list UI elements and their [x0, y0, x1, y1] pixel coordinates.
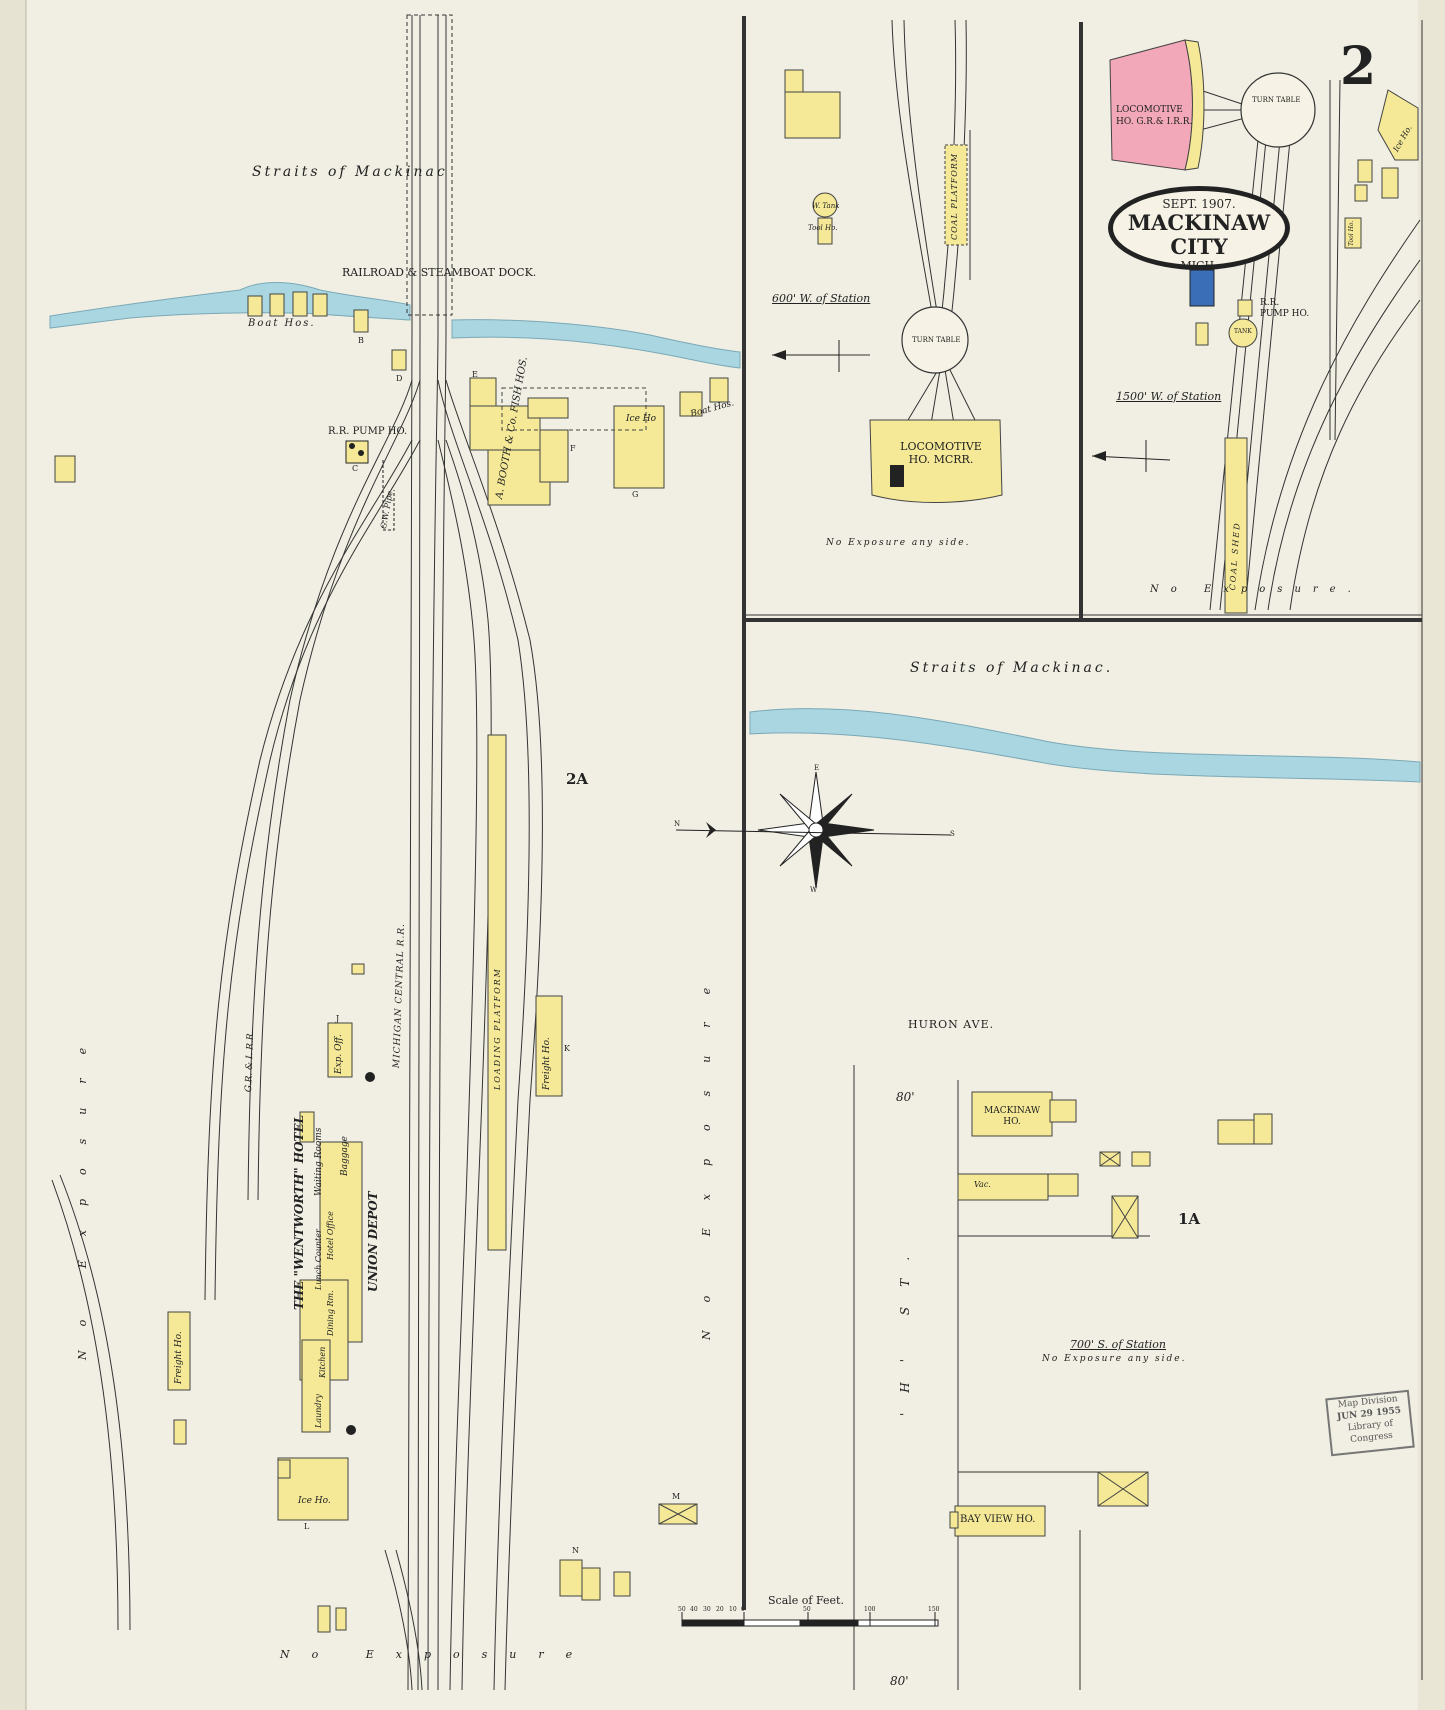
letter-j: J: [336, 1014, 340, 1023]
scale-tick-50: 50: [803, 1606, 811, 1613]
inset-b-locomotive-house: LOCOMOTIVE HO. G.R.& I.R.R.: [1116, 105, 1193, 127]
freight-house-right-label: Freight Ho.: [542, 1037, 552, 1090]
loading-platform-label: LOADING PLATFORM: [493, 967, 502, 1090]
boat-houses-label: Boat Hos.: [248, 318, 316, 329]
inset-b-no-exposure: No Exposure.: [1150, 584, 1363, 595]
inset-b-tool-house: Tool Ho.: [1348, 220, 1355, 246]
bay-view-house-label: BAY VIEW HO.: [960, 1514, 1036, 1525]
inset-b-turn-table: TURN TABLE: [1252, 96, 1301, 104]
freight-house-left-label: Freight Ho.: [174, 1331, 184, 1384]
inset-a-tank: W. Tank: [812, 202, 840, 210]
pump-house-blue: [1189, 269, 1215, 307]
no-exposure-left: No Exposure: [76, 1023, 89, 1360]
scale-tick-30: 30: [703, 1606, 711, 1613]
inset-b-tank: TANK: [1234, 328, 1252, 335]
scale-tick-40: 40: [690, 1606, 698, 1613]
letter-n: N: [572, 1546, 579, 1555]
section-1a-label: 1A: [1178, 1210, 1201, 1228]
street-huron-ave: HURON AVE.: [908, 1018, 995, 1031]
union-depot-label: UNION DEPOT: [366, 1191, 380, 1292]
exp-off-label: Exp. Off.: [334, 1034, 344, 1074]
street-width-bottom: 80': [890, 1674, 909, 1688]
kitchen-label: Kitchen: [318, 1346, 327, 1378]
title-city: MACKINAW CITY: [1127, 210, 1271, 259]
baggage-label: Baggage: [340, 1136, 350, 1176]
scale-tick-10: 10: [729, 1606, 737, 1613]
scale-tick-100: 100: [864, 1606, 876, 1613]
title-date: SEPT. 1907.: [1162, 197, 1236, 211]
title-state: MICH.: [1180, 259, 1218, 272]
inset-a-coal-platform: COAL PLATFORM: [950, 152, 959, 240]
ice-house-top-label: Ice Ho: [626, 414, 657, 424]
letter-m: M: [672, 1492, 681, 1501]
inset-a-distance: 600' W. of Station: [772, 292, 871, 305]
lunch-counter-label: Lunch Counter: [314, 1229, 323, 1290]
section-1a-distance: 700' S. of Station: [1070, 1338, 1167, 1351]
title-cartouche: SEPT. 1907. MACKINAW CITY MICH.: [1108, 186, 1290, 272]
letter-g: G: [632, 490, 639, 499]
turn-table-mcrr: [901, 306, 969, 374]
dock-label: RAILROAD & STEAMBOAT DOCK.: [342, 266, 537, 279]
scale-tick-50w: 50: [678, 1606, 686, 1613]
dining-room-label: Dining Rm.: [326, 1290, 335, 1336]
no-exposure-right: No Exposure: [700, 959, 713, 1340]
scale-bar: [681, 1612, 939, 1627]
compass-e: E: [814, 764, 820, 772]
frame-lines: [742, 16, 1423, 1680]
coal-platform-bldg: [944, 144, 968, 246]
inset-b-distance: 1500' W. of Station: [1116, 390, 1222, 403]
inset-a-turn-table: TURN TABLE: [912, 336, 961, 344]
straits-water-bottom: [749, 708, 1421, 783]
section-2a-label: 2A: [566, 770, 589, 788]
hotel-label: THE "WENTWORTH" HOTEL: [292, 1114, 306, 1310]
library-stamp: Map Division JUN 29 1955 Library of Cong…: [1325, 1389, 1415, 1457]
no-exposure-bottom: No Exposure: [280, 1648, 595, 1661]
inset-a-locomotive-house: LOCOMOTIVE HO. MCRR.: [900, 440, 982, 466]
hotel-office-label: Hotel Office: [326, 1211, 335, 1260]
letter-k: K: [564, 1044, 570, 1053]
main-buildings: [54, 291, 729, 1633]
straits-label-bottom: Straits of Mackinac.: [910, 660, 1114, 676]
waiting-rooms-label: Waiting Rooms: [314, 1127, 324, 1196]
letter-d: D: [396, 374, 403, 383]
loading-platform-bldg: [487, 734, 507, 1251]
gr-ir-label: G.R. & I. R.R.: [244, 1030, 257, 1093]
compass-rose: [675, 771, 952, 889]
letter-e: E: [472, 370, 478, 379]
scale-tick-150: 150: [928, 1606, 940, 1613]
inset-a-no-exposure: No Exposure any side.: [826, 538, 971, 548]
compass-n: N: [674, 820, 681, 828]
scale-tick-0: 0: [741, 1606, 745, 1613]
compass-w: W: [810, 886, 818, 894]
coal-shed-bldg: [1224, 437, 1248, 614]
letter-f: F: [570, 444, 576, 453]
inset-a-tool-house: Tool Ho.: [808, 224, 838, 232]
laundry-label: Laundry: [314, 1394, 323, 1428]
section-1a-no-exposure: No Exposure any side.: [1042, 1354, 1187, 1364]
vac-label: Vac.: [974, 1180, 991, 1189]
letter-c: C: [352, 464, 359, 473]
straits-label-top: Straits of Mackinac: [252, 164, 448, 180]
letter-l: L: [304, 1522, 310, 1531]
compass-s: S: [950, 830, 955, 838]
mackinaw-house-label: MACKINAW HO.: [984, 1106, 1041, 1127]
inset-b-pump-house: R.R. PUMP HO.: [1260, 298, 1310, 319]
street-h-st: 'H' ST.: [898, 1236, 912, 1416]
railway-tracks: [51, 14, 543, 1691]
scale-tick-20: 20: [716, 1606, 724, 1613]
letter-b: B: [358, 336, 364, 345]
pump-house-label: R.R. PUMP HO.: [328, 426, 408, 437]
street-width-top: 80': [896, 1090, 915, 1104]
scale-label: Scale of Feet.: [768, 1594, 844, 1607]
turn-table-gr-ir: [1240, 72, 1316, 148]
sheet-number: 2: [1340, 36, 1377, 97]
ice-house-bottom-label: Ice Ho.: [298, 1496, 331, 1506]
